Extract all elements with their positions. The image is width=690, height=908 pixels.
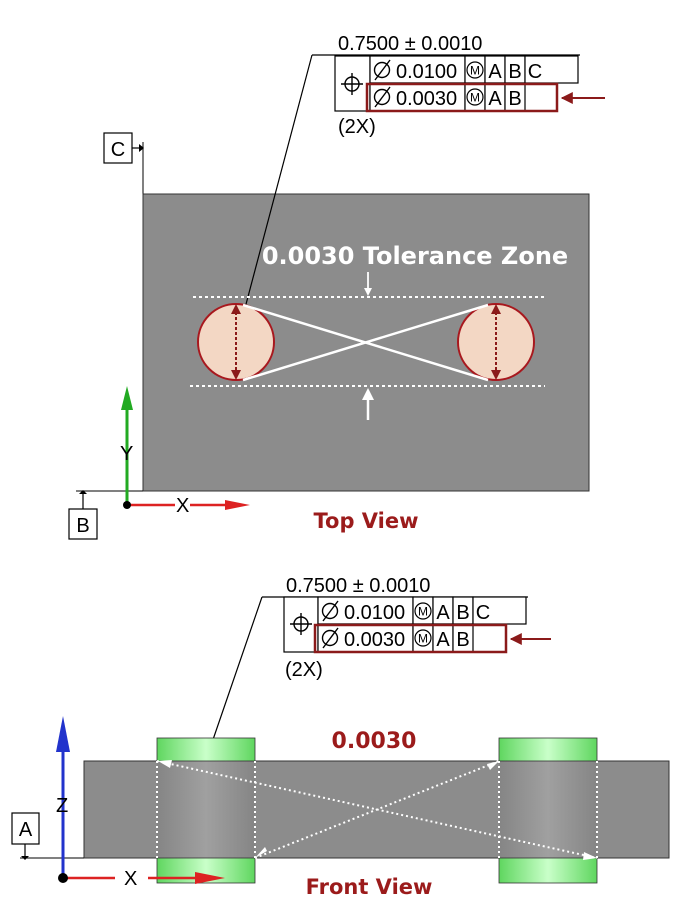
diameter-icon	[321, 600, 339, 622]
top-cross-line-2	[242, 303, 489, 382]
datum-c-label: C	[111, 139, 125, 161]
top-fcf-row2-datum-a: A	[488, 88, 502, 110]
front-pin-right-bottom	[498, 857, 598, 884]
datum-b-label: B	[76, 515, 89, 537]
front-zone-label: 0.0030	[332, 729, 417, 754]
front-fcf-row1-datum-c: C	[476, 602, 490, 624]
mmc-icon: M	[466, 61, 484, 79]
svg-text:M: M	[418, 632, 428, 646]
front-axis-triad: Z X	[56, 716, 225, 890]
top-fcf-row1-tolerance: 0.0100	[396, 61, 457, 83]
front-fcf-row1-datum-a: A	[436, 602, 450, 624]
top-fcf-row2-datum-b: B	[508, 88, 521, 110]
mmc-icon: M	[414, 602, 432, 620]
front-fcf-row2-datum-b: B	[456, 629, 469, 651]
top-hole-left-diameter-arrows	[231, 304, 241, 380]
diameter-icon	[373, 59, 391, 81]
front-view: 0.7500 ± 0.0010 0.0100 M	[11, 575, 670, 899]
datum-c-feature: C	[103, 132, 144, 195]
datum-a-feature: A	[11, 812, 84, 860]
front-cross-line-2	[254, 760, 500, 859]
front-fcf-row1-datum-b: B	[456, 602, 469, 624]
mmc-icon: M	[414, 629, 432, 647]
top-zone-arrow-down	[364, 272, 372, 296]
front-basic-dimension: 0.7500 ± 0.0010	[286, 575, 430, 597]
front-fcf-row2-tolerance: 0.0030	[344, 629, 405, 651]
position-icon	[341, 73, 363, 95]
front-axis-x-label: X	[124, 868, 137, 890]
front-fcf-row2-datum-a: A	[436, 629, 450, 651]
front-hole-right-body	[499, 761, 597, 858]
top-fcf-row1-datum-c: C	[528, 61, 542, 83]
front-view-label: Front View	[306, 875, 433, 899]
front-pin-right-top	[498, 737, 598, 762]
top-basic-dimension: 0.7500 ± 0.0010	[338, 33, 482, 55]
svg-text:M: M	[470, 64, 480, 78]
top-zone-label: 0.0030 Tolerance Zone	[262, 242, 568, 270]
top-axis-x-label: X	[176, 495, 189, 517]
front-pin-left-top	[156, 737, 256, 762]
front-fcf-row2-highlight	[313, 623, 508, 654]
front-fcf: 0.7500 ± 0.0010 0.0100 M	[262, 575, 551, 681]
front-hole-boundaries	[156, 761, 598, 858]
top-leader-line	[235, 54, 313, 343]
top-count: (2X)	[338, 116, 376, 138]
front-fcf-row1-tolerance: 0.0100	[344, 602, 405, 624]
top-fcf-row2-highlight	[365, 82, 559, 113]
svg-text:M: M	[470, 91, 480, 105]
mmc-icon: M	[466, 88, 484, 106]
top-fcf: 0.7500 ± 0.0010 0.0100 M	[312, 33, 605, 138]
svg-text:M: M	[418, 605, 428, 619]
top-view: 0.7500 ± 0.0010 0.0100 M	[68, 33, 605, 540]
datum-b-feature: B	[68, 490, 143, 540]
top-axis-y-label: Y	[120, 443, 133, 465]
top-hole-right-diameter-arrows	[491, 304, 501, 380]
top-fcf-row1-datum-b: B	[508, 61, 521, 83]
top-fcf-row1-datum-a: A	[488, 61, 502, 83]
front-axis-z-label: Z	[56, 795, 68, 817]
datum-a-label: A	[19, 819, 33, 841]
top-zone-arrow-up	[362, 388, 374, 420]
top-view-label: Top View	[313, 509, 418, 533]
diameter-icon	[321, 627, 339, 649]
front-count: (2X)	[285, 659, 323, 681]
front-leader-line	[205, 596, 263, 761]
diameter-icon	[373, 86, 391, 108]
front-hole-left-body	[157, 761, 255, 858]
top-axis-triad: Y X	[120, 386, 250, 517]
position-icon	[290, 613, 312, 635]
top-fcf-row2-tolerance: 0.0030	[396, 88, 457, 110]
